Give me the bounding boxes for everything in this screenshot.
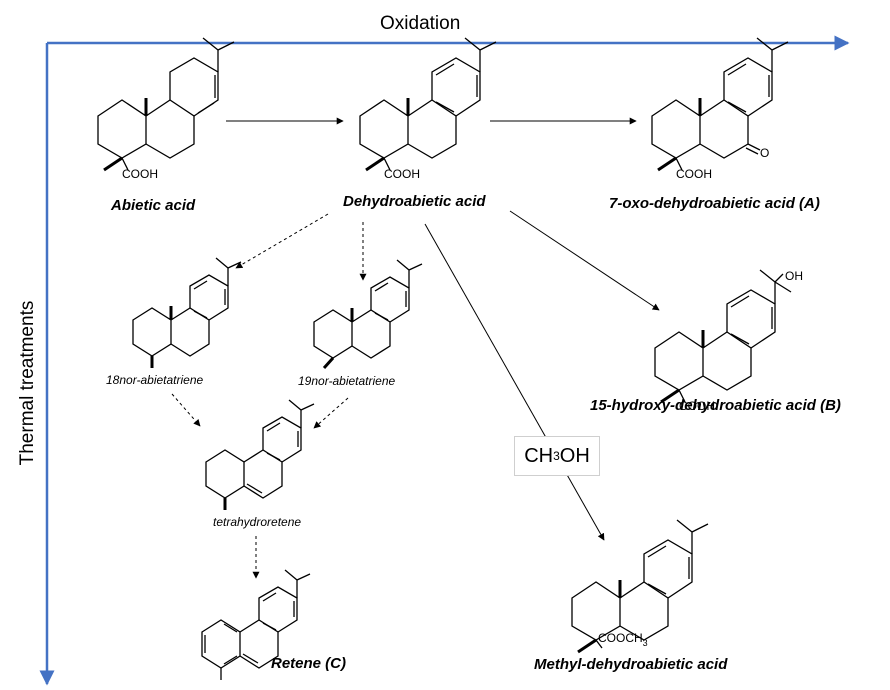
arrow-18nor-to-tetrahydroretene [171, 393, 201, 427]
arrow-to-hydroxy [509, 210, 660, 311]
oxidation-axis-title: Oxidation [380, 13, 461, 34]
oxo-dehydroabietic-acid-structure: O COOH [651, 37, 789, 181]
tetrahydroretene-label: tetrahydroretene [213, 515, 302, 529]
cooh-label: COOH [679, 399, 715, 413]
nor19-abietatriene-label: 19nor-abietatriene [298, 374, 396, 388]
reagent-suffix: OH [559, 444, 590, 467]
dehydroabietic-acid-label: Dehydroabietic acid [343, 193, 486, 210]
hydroxy-dehydroabietic-acid-label: 15-hydroxy-dehydroabietic acid (B) [590, 397, 841, 414]
nor18-abietatriene-label: 18nor-abietatriene [106, 373, 204, 387]
ketone-oxygen-label: O [760, 146, 769, 160]
thermal-treatments-axis-title: Thermal treatments [17, 300, 38, 466]
retene-label: Retene (C) [271, 655, 347, 672]
methyl-dehydroabietic-acid-structure: COOCH3 [571, 519, 709, 654]
cooh-label: COOH [122, 167, 158, 181]
cooh-label: COOH [384, 167, 420, 181]
dehydroabietic-acid-structure: COOH [359, 37, 497, 181]
hydroxyl-label: OH [785, 269, 803, 283]
abietic-acid-structure: COOH [97, 37, 235, 181]
hydroxy-dehydroabietic-acid-structure: OH COOH [654, 269, 803, 413]
nor19-abietatriene-structure [313, 259, 423, 370]
arrow-to-methyl-ester [424, 223, 605, 541]
arrow-19nor-to-tetrahydroretene [313, 397, 349, 429]
ester-label: COOCH3 [598, 631, 648, 648]
reagent-subscript: 3 [553, 449, 560, 463]
tetrahydroretene-structure [205, 399, 315, 510]
cooh-label: COOH [676, 167, 712, 181]
reagent-prefix: CH [524, 444, 554, 467]
nor18-abietatriene-structure [132, 257, 242, 368]
retene-structure [201, 569, 311, 680]
arrow-to-18nor [235, 213, 329, 269]
oxo-dehydroabietic-acid-label: 7-oxo-dehydroabietic acid (A) [609, 195, 820, 212]
methyl-dehydroabietic-acid-label: Methyl-dehydroabietic acid [534, 656, 728, 673]
abietic-acid-label: Abietic acid [111, 197, 196, 214]
